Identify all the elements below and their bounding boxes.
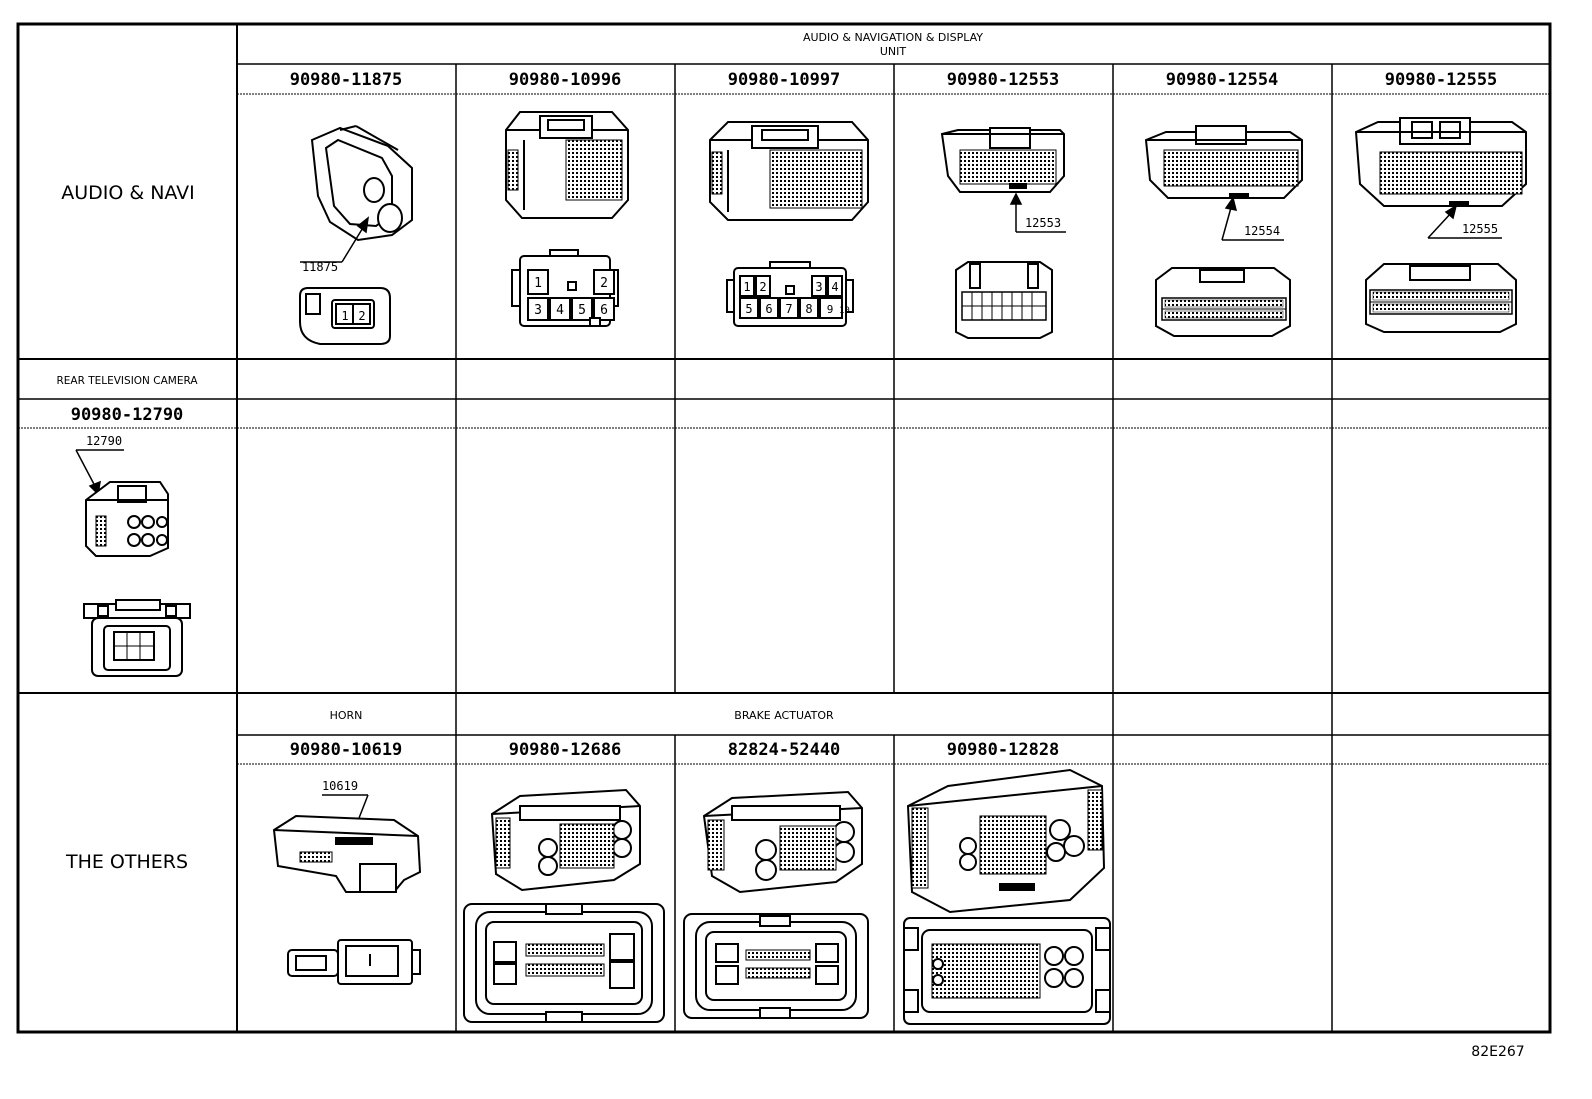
pin-number: 2 [759,280,766,294]
callout-label: 10619 [322,779,358,793]
callout-leader [1009,192,1066,233]
pin-number: 9 [827,303,834,316]
connector-10619-drawing [272,814,422,893]
connector-11875-face [299,287,391,345]
connector-10996-drawing [505,111,629,219]
connector-12790-drawing [85,481,169,557]
pin-number: 6 [600,303,608,318]
connector-12554-drawing [1144,125,1303,199]
callout-label: 12553 [1025,216,1061,230]
pin-number: 3 [534,303,542,318]
connector-12553-face [955,261,1053,339]
connector-12828-drawing [906,768,1106,914]
connector-12554-face [1155,267,1291,337]
part-number: 90980-12555 [1385,70,1498,90]
group-header-audio-line2: UNIT [880,45,907,58]
connector-12555-drawing [1354,117,1527,207]
group-header-brake: BRAKE ACTUATOR [734,709,834,722]
row-label-others: THE OTHERS [65,851,188,873]
pin-number: 10 [839,306,850,316]
connector-10619-face [287,939,421,985]
connector-12686-face [463,903,665,1023]
pin-number: 8 [805,302,812,316]
connector-12555-face [1365,263,1517,333]
pin-number: 1 [534,276,542,291]
part-number: 82824-52440 [728,740,841,760]
callout-label: 12554 [1244,224,1280,238]
pin-number: 3 [815,280,822,294]
connector-12553-drawing [940,127,1065,193]
pin-number: 7 [785,302,792,316]
pin-number: 5 [578,303,586,318]
connector-10997-drawing [709,121,869,221]
part-number: 90980-12554 [1166,70,1279,90]
part-number: 90980-12553 [947,70,1060,90]
callout-leader [300,216,370,263]
connector-10996-face [511,249,619,327]
callout-leader [1427,204,1502,239]
callout-label: 12790 [86,434,122,448]
pin-number: 2 [358,309,365,323]
part-number: 90980-12790 [71,405,184,425]
part-number: 90980-12686 [509,740,622,760]
pin-number: 4 [556,303,564,318]
part-number: 90980-10619 [290,740,403,760]
connector-11875-drawing [310,125,413,242]
figure-code: 82E267 [1471,1044,1524,1060]
connector-12790-face [83,599,191,677]
pin-number: 2 [600,276,608,291]
pin-number: 6 [765,302,772,316]
connector-12828-face [903,917,1111,1025]
group-header-horn: HORN [330,709,363,722]
connector-52440-drawing [702,790,863,894]
callout-leader [1221,196,1284,241]
connector-52440-face [683,913,869,1019]
part-number: 90980-10997 [728,70,841,90]
callout-label: 11875 [302,260,338,274]
pin-number: 1 [743,280,750,294]
row-label-audio-navi: AUDIO & NAVI [61,182,195,204]
table-grid [16,22,1552,1034]
part-number: 90980-11875 [290,70,403,90]
pin-number: 1 [341,309,348,323]
callout-label: 12555 [1462,222,1498,236]
row-label-rear-camera: REAR TELEVISION CAMERA [56,375,198,387]
pin-number: 5 [745,302,752,316]
part-number: 90980-12828 [947,740,1060,760]
connector-12686-drawing [490,788,641,892]
group-header-audio-line1: AUDIO & NAVIGATION & DISPLAY [803,31,983,44]
pin-number: 4 [831,280,838,294]
part-number: 90980-10996 [509,70,622,90]
connector-10997-face [726,261,854,327]
